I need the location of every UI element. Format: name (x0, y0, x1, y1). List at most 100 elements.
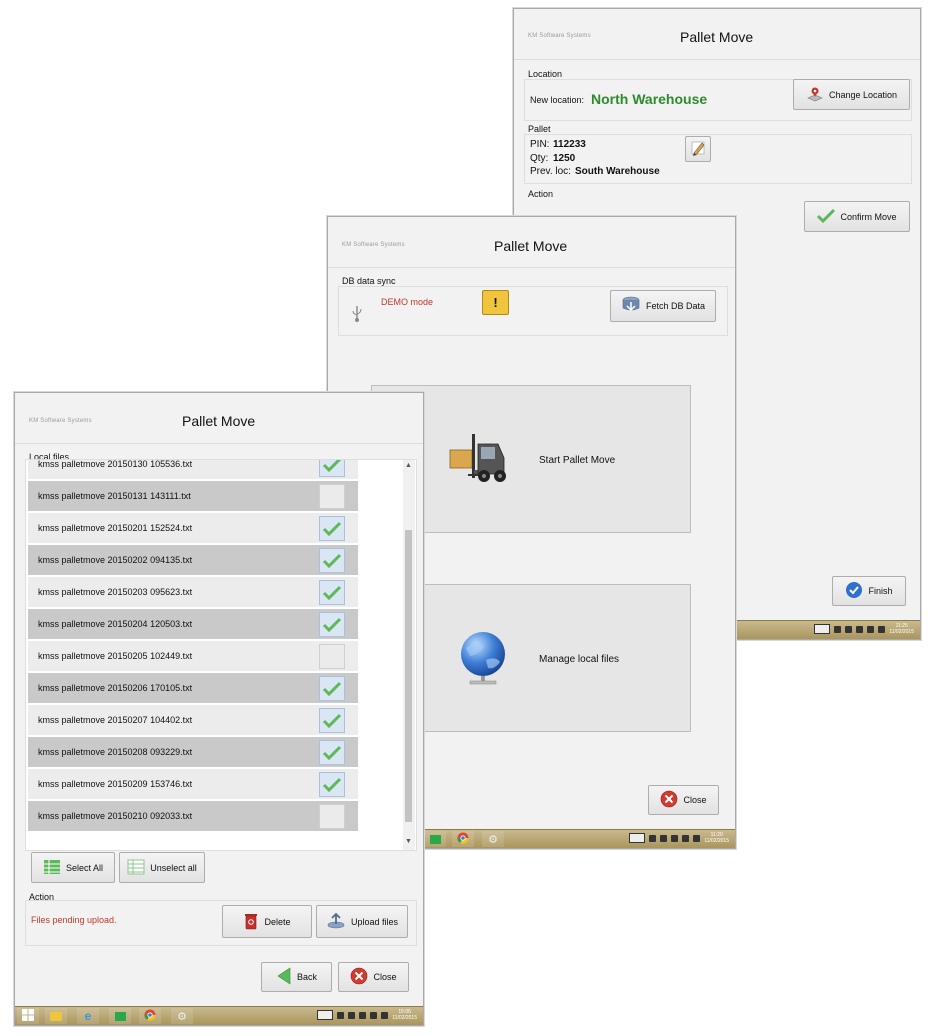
back-button[interactable]: Back (261, 962, 332, 992)
keyboard-icon[interactable] (317, 1010, 334, 1020)
volume-icon[interactable] (878, 625, 886, 633)
file-checkbox[interactable] (319, 548, 345, 573)
taskbar-app-button[interactable]: ⚙ (171, 1008, 193, 1024)
volume-icon[interactable] (381, 1011, 389, 1019)
file-row[interactable]: kmss palletmove 20150201 152524.txt (28, 513, 358, 544)
file-checkbox[interactable] (319, 708, 345, 733)
scroll-down-icon[interactable]: ▼ (405, 838, 412, 845)
bluetooth-icon[interactable] (649, 834, 657, 842)
taskbar-store-button[interactable] (424, 831, 446, 847)
file-name: kmss palletmove 20150203 095623.txt (38, 587, 193, 597)
action-group-label: Action (29, 892, 55, 902)
file-row[interactable]: kmss palletmove 20150209 153746.txt (28, 769, 358, 800)
change-location-label: Change Location (828, 89, 898, 100)
network-icon[interactable] (348, 1011, 356, 1019)
file-checkbox[interactable] (319, 772, 345, 797)
clock-time: 11:25 (895, 623, 908, 629)
signal-icon[interactable] (370, 1011, 378, 1019)
trash-icon (243, 912, 259, 932)
keyboard-icon[interactable] (814, 624, 831, 634)
file-row[interactable]: kmss palletmove 20150203 095623.txt (28, 577, 358, 608)
flag-icon[interactable] (671, 834, 679, 842)
pallet-group: PIN: 112233 Qty: 1250 Prev. loc: South W… (524, 134, 912, 184)
prev-loc-value: South Warehouse (575, 166, 660, 177)
taskbar-store-button[interactable] (109, 1008, 131, 1024)
window-title: Pallet Move (494, 238, 568, 254)
taskbar-chrome-button[interactable] (139, 1008, 161, 1024)
file-row[interactable]: kmss palletmove 20150204 120503.txt (28, 609, 358, 640)
bluetooth-icon[interactable] (337, 1011, 345, 1019)
file-row[interactable]: kmss palletmove 20150208 093229.txt (28, 737, 358, 768)
signal-icon[interactable] (867, 625, 875, 633)
file-checkbox[interactable] (319, 804, 345, 829)
scrollbar[interactable]: ▲ ▼ (403, 460, 415, 850)
file-checkbox[interactable] (319, 740, 345, 765)
file-row[interactable]: kmss palletmove 20150202 094135.txt (28, 545, 358, 576)
file-row[interactable]: kmss palletmove 20150207 104402.txt (28, 705, 358, 736)
unselect-all-button[interactable]: Unselect all (119, 852, 205, 883)
clock-time: 11:20 (710, 832, 723, 838)
checkmark-icon (322, 777, 342, 792)
clock[interactable]: 11:25 11/02/2015 (889, 623, 914, 635)
fetch-db-data-button[interactable]: Fetch DB Data (610, 290, 716, 322)
file-checkbox[interactable] (319, 516, 345, 541)
file-row[interactable]: kmss palletmove 20150205 102449.txt (28, 641, 358, 672)
file-checkbox[interactable] (319, 580, 345, 605)
flag-icon[interactable] (856, 625, 864, 633)
close-button[interactable]: Close (648, 785, 719, 815)
network-icon[interactable] (660, 834, 668, 842)
file-row[interactable]: kmss palletmove 20150210 092033.txt (28, 801, 358, 832)
taskbar-app-button[interactable]: ⚙ (482, 831, 504, 847)
warning-button[interactable]: ! (482, 290, 509, 315)
taskbar: ⚙ 11:20 11/02/2015 (328, 829, 735, 848)
taskbar-explorer-button[interactable] (45, 1008, 67, 1024)
start-pallet-move-button[interactable]: Start Pallet Move (371, 385, 691, 533)
pencil-icon (689, 139, 707, 159)
scroll-up-icon[interactable]: ▲ (405, 462, 412, 469)
select-all-button[interactable]: Select All (31, 852, 115, 883)
finish-button[interactable]: Finish (832, 576, 906, 606)
file-row[interactable]: kmss palletmove 20150131 143111.txt (28, 481, 358, 512)
checkmark-icon (322, 617, 342, 632)
network-icon[interactable] (845, 625, 853, 633)
unselect-all-label: Unselect all (150, 862, 197, 873)
file-name: kmss palletmove 20150210 092033.txt (38, 811, 193, 821)
checkmark-icon (322, 553, 342, 568)
clock[interactable]: 15:05 11/02/2015 (392, 1009, 417, 1021)
close-button[interactable]: Close (338, 962, 409, 992)
file-row[interactable]: kmss palletmove 20150130 105536.txt (28, 460, 358, 480)
upload-files-label: Upload files (350, 916, 399, 927)
forklift-icon (448, 430, 516, 489)
edit-pallet-button[interactable] (685, 136, 711, 162)
upload-files-button[interactable]: Upload files (316, 905, 408, 938)
file-checkbox[interactable] (319, 460, 345, 477)
file-row[interactable]: kmss palletmove 20150206 170105.txt (28, 673, 358, 704)
brand-logo: KM Software Systems (342, 242, 405, 248)
usb-icon (351, 305, 363, 326)
confirm-move-button[interactable]: Confirm Move (804, 201, 910, 232)
file-checkbox[interactable] (319, 612, 345, 637)
bluetooth-icon[interactable] (834, 625, 842, 633)
scrollbar-thumb[interactable] (405, 530, 412, 822)
local-files-group-label: Local files (29, 452, 70, 462)
flag-icon[interactable] (359, 1011, 367, 1019)
file-checkbox[interactable] (319, 484, 345, 509)
delete-button[interactable]: Delete (222, 905, 312, 938)
confirm-move-label: Confirm Move (840, 211, 897, 222)
manage-local-files-button[interactable]: Manage local files (421, 584, 691, 732)
warning-icon: ! (493, 295, 498, 310)
signal-icon[interactable] (682, 834, 690, 842)
change-location-button[interactable]: Change Location (793, 79, 910, 110)
clock[interactable]: 11:20 11/02/2015 (704, 832, 729, 844)
taskbar-chrome-button[interactable] (452, 831, 474, 847)
file-checkbox[interactable] (319, 644, 345, 669)
taskbar-ie-button[interactable]: e (77, 1008, 99, 1024)
checkmark-icon (322, 681, 342, 696)
window-title: Pallet Move (182, 413, 256, 429)
file-checkbox[interactable] (319, 676, 345, 701)
taskbar-start-button[interactable] (17, 1008, 39, 1024)
volume-icon[interactable] (693, 834, 701, 842)
keyboard-icon[interactable] (629, 833, 646, 843)
file-name: kmss palletmove 20150201 152524.txt (38, 523, 193, 533)
